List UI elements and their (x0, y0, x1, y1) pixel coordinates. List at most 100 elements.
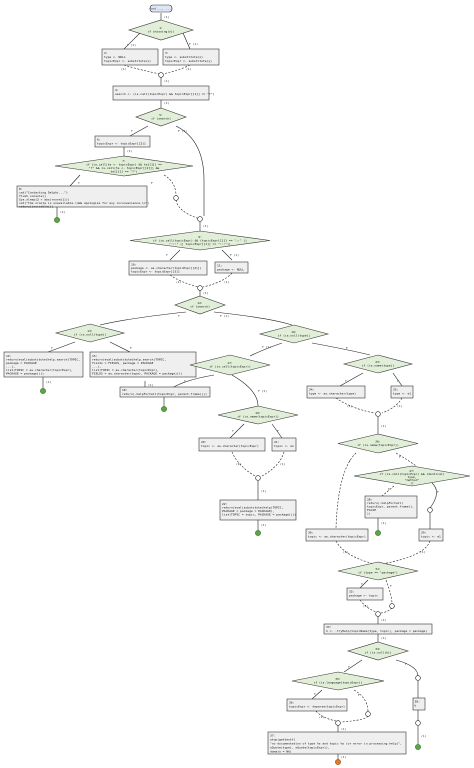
node-8-box: 8: cat("Contacting Delphi...") flush.con… (16, 185, 149, 209)
merge-junction (335, 720, 341, 726)
node-text: fields = FIELDS, package = PACKAGE (92, 361, 154, 365)
node-text: package <- topic (349, 594, 378, 598)
node-36-box: 36: topicExpr <- deparse(topicExpr) (286, 698, 348, 712)
node-text: topic <- e1 (421, 535, 441, 539)
node-19-decision: 19: if (is.name(topicExpr)) (217, 405, 299, 425)
node-text: sQuote(type), sQuote(topicExpr)), (270, 746, 330, 750)
node-text: 3: (165, 51, 169, 55)
node-text: if (is.name(type)) (362, 364, 395, 368)
node-text: type <- NULL (104, 55, 126, 59)
edge-label: (1) (381, 424, 387, 428)
node-34-decision: 34: if (is.null(h)) (346, 641, 410, 661)
node-text: 30: (308, 531, 314, 535)
node-text: flush.console() (19, 194, 46, 198)
node-6-box: 6: topicExpr <- topicExpr[[2]] (94, 135, 151, 148)
node-text: 14: (6, 354, 12, 358)
node-text: type, (407, 475, 416, 479)
merge-junction (173, 195, 179, 201)
node-text: 32: (349, 590, 355, 594)
node-31-decision: 31: if (type == "package") (337, 561, 419, 581)
node-text: type <- substitute(x) (165, 55, 203, 59)
node-18-box: 18: return(.helpForCall(topicExpr, paren… (119, 386, 211, 398)
node-text: if (is.name(topicExpr)) (357, 443, 399, 447)
edge-label: T (78, 181, 80, 185)
merge-junction (427, 507, 433, 513)
node-text: 34: (375, 647, 381, 651)
node-text: if (is.call(topicExpr) && identical( (379, 472, 444, 476)
node-text: cat("the oracle is unavailable.\nWe apol… (19, 201, 149, 205)
node-text: Sys.sleep(2 + abs(rnorm(1))) (19, 198, 70, 202)
edge-label: (1) (164, 101, 170, 105)
node-10-box: 10: package <- as.character(topicExpr[[2… (128, 260, 208, 276)
node-text: 38: (415, 700, 421, 704)
node-text: topicExpr <- substitute(x) (104, 59, 151, 63)
node-4-box: 4: search <- (is.call(topicExpr) && topi… (112, 85, 215, 101)
node-text: type <- e1 (393, 392, 411, 396)
node-11-box: 11: package <- NULL (214, 261, 249, 274)
merge-junction (255, 475, 261, 481)
end-node-ok (161, 406, 167, 412)
node-text: FALSE (367, 508, 376, 512)
node-text: cat("Contacting Delphi...") (19, 191, 68, 195)
edge-label: F (1) (220, 314, 229, 318)
edge-label: (1) (60, 210, 66, 214)
node-text: type <- as.character(type) (309, 392, 356, 396)
merge-junction (197, 285, 203, 291)
node-text: topicExpr <- topicExpr[[3]] (131, 270, 180, 274)
merge-junction (415, 720, 421, 726)
node-29-box: 29: topic <- e1 (418, 528, 444, 542)
node-text: if (missing(x)) (147, 30, 174, 34)
node-text: FIELDS = as.character(type), PACKAGE = p… (92, 372, 183, 376)
node-text: return(eval(substitute(help.search(TOPIC… (92, 358, 166, 362)
node-text: if (search) (190, 305, 210, 309)
node-text: 29: (421, 531, 427, 535)
node-28-box: 28: return(.helpForCall( topicExpr, pare… (364, 495, 418, 519)
edge-label: (1) (347, 404, 353, 408)
merge-junction (197, 216, 203, 222)
node-text: 24: (309, 388, 315, 392)
node-text: topicExpr <- topicExpr[[2]] (97, 142, 146, 146)
node-text: list(TOPIC = as.character(topicExpr), (6, 368, 73, 372)
node-25-box: 25: type <- e1 (390, 385, 414, 399)
node-1-decision: 1: if (missing(x)) (127, 19, 195, 41)
node-text: PACKAGE = package)))) (6, 372, 44, 376)
node-21-box: 21: topic <- e1 (271, 437, 297, 452)
node-text: return(.helpForCall( (367, 501, 403, 505)
edge-label: F (1) (189, 42, 198, 46)
node-26-decision: 26: if (is.name(topicExpr)) (337, 433, 419, 454)
node-text: topic <- as.character(topicExpr) (308, 535, 366, 539)
node-text: return(eval(substitute(help.search(TOPIC… (6, 358, 80, 362)
node-23-decision: 23: if (is.name(type)) (342, 354, 414, 374)
node-text: 18: (122, 388, 128, 392)
node-text: domain = NA) (270, 750, 292, 754)
edge-label: (1) (236, 462, 242, 466)
node-text: topic <- as.character(topicExpr) (201, 444, 259, 448)
node-text: 20: (201, 440, 207, 444)
edge-label: (1) (164, 15, 170, 19)
node-text: 5: (159, 113, 163, 117)
edge-label: (1) (46, 380, 52, 384)
node-33-box: 33: h <- .tryHelp(topicName(type, topic)… (323, 623, 433, 635)
edge-label: (1) (148, 383, 154, 387)
node-text: search <- (is.call(topicExpr) && topicEx… (115, 92, 215, 96)
node-30-box: 30: topic <- as.character(topicExpr) (305, 528, 369, 542)
node-text: if (is.call(topicExpr)) (209, 365, 251, 369)
edge-label: (1) (127, 149, 133, 153)
edge-label: T (184, 379, 186, 383)
node-text: 28: (367, 498, 373, 502)
node-text: 33: (326, 625, 332, 629)
node-text: )) (410, 481, 414, 485)
node-22-box: 22: return(eval(substitute(help(TOPIC, P… (219, 499, 297, 521)
edge-label: F (346, 346, 348, 350)
node-text: h (415, 704, 417, 708)
edge-label: F (1) (178, 129, 187, 133)
node-text: 36: (289, 701, 295, 705)
node-text: if (is.null(type)) (74, 333, 107, 337)
node-text: 35: (335, 677, 341, 681)
node-text: if (is.name(topicExpr)) (237, 415, 279, 419)
node-text: 10: (131, 263, 137, 267)
edge-label: (1) (319, 715, 325, 719)
node-text: 13: (87, 329, 93, 333)
node-text: fun(..., ...) (149, 7, 173, 11)
node-text: 21: (274, 440, 280, 444)
